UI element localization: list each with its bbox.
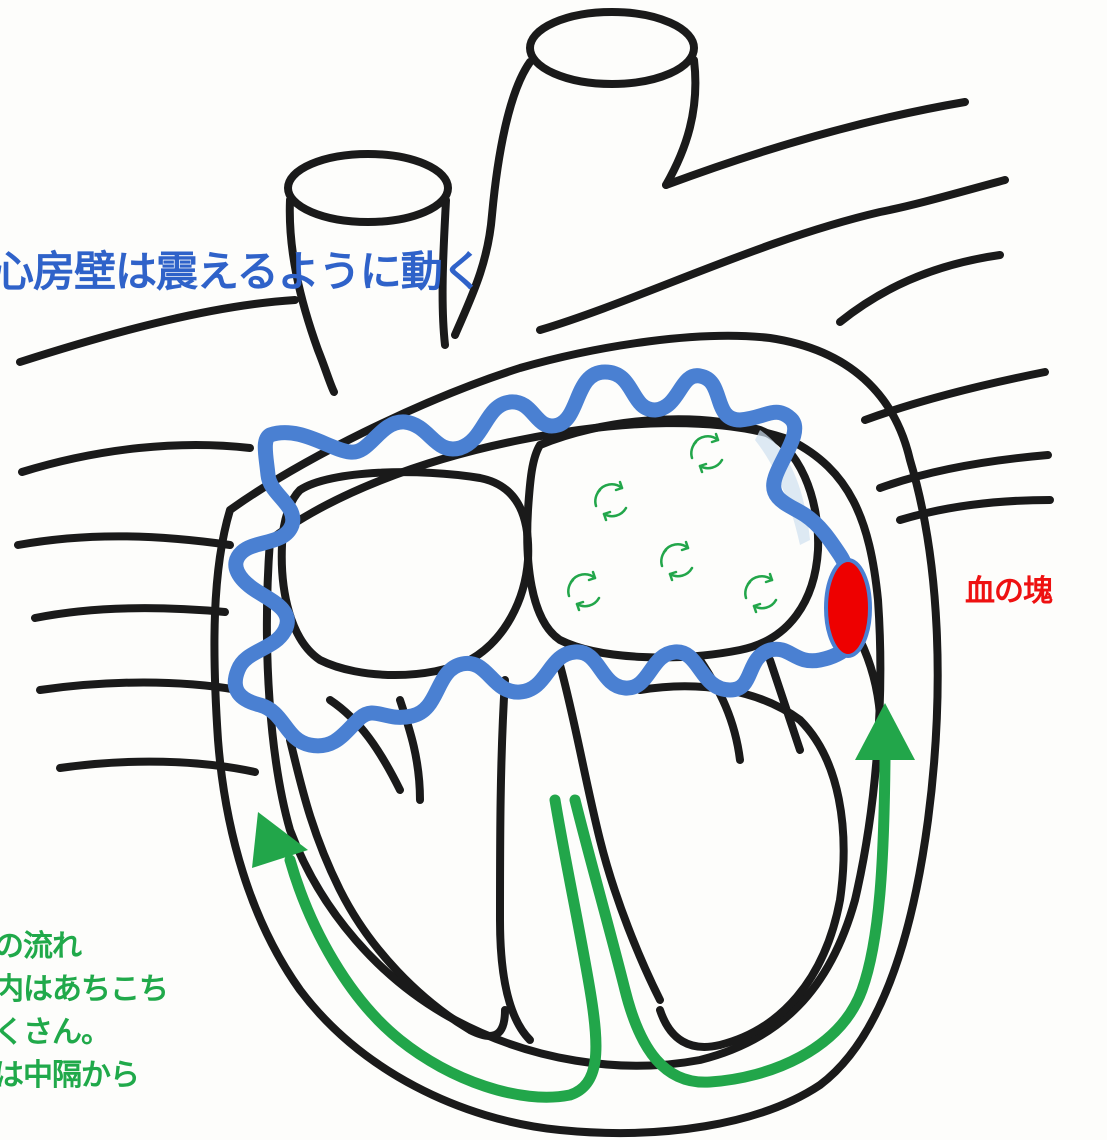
aortic-arch-upper <box>666 102 965 185</box>
atrial-wall-label: 心房壁は震えるように動く <box>0 238 483 299</box>
flow-note-line: は中隔から <box>0 1054 168 1097</box>
flow-note-line: の流れ <box>0 925 168 968</box>
swirl-icon <box>595 482 626 520</box>
turbulence-swirls <box>568 434 776 612</box>
blood-clot-label: 血の塊 <box>965 566 1052 610</box>
pulmonary-branch-4 <box>35 608 225 618</box>
aortic-arch-lower <box>540 180 1005 330</box>
aorta-right-wall <box>666 60 695 185</box>
pulmonary-vein-1 <box>840 255 1000 322</box>
flow-arrowhead-right <box>855 703 915 760</box>
swirl-icon <box>691 434 722 472</box>
vena-cava-opening <box>288 154 448 222</box>
swirl-icon <box>568 572 599 610</box>
pulmonary-branch-5 <box>40 683 238 691</box>
right-atrium <box>282 472 528 675</box>
blood-clot-icon <box>826 560 870 656</box>
swirl-icon <box>745 574 776 612</box>
septum-left <box>500 680 530 1040</box>
swirl-icon <box>661 542 692 580</box>
aorta-opening <box>530 12 694 84</box>
flow-notes: の流れ 内はあちこち くさん。 は中隔から <box>0 925 168 1097</box>
pulmonary-branch-2 <box>22 445 250 472</box>
pulmonary-branch-1 <box>20 300 295 362</box>
flow-note-line: くさん。 <box>0 1011 168 1054</box>
pulmonary-vein-3 <box>880 455 1048 488</box>
heart-outline <box>18 12 1050 1133</box>
flow-note-line: 内はあちこち <box>0 968 168 1011</box>
pulmonary-branch-6 <box>60 762 255 772</box>
pulmonary-branch-3 <box>18 536 230 545</box>
heart-inner-wall <box>267 423 880 1066</box>
